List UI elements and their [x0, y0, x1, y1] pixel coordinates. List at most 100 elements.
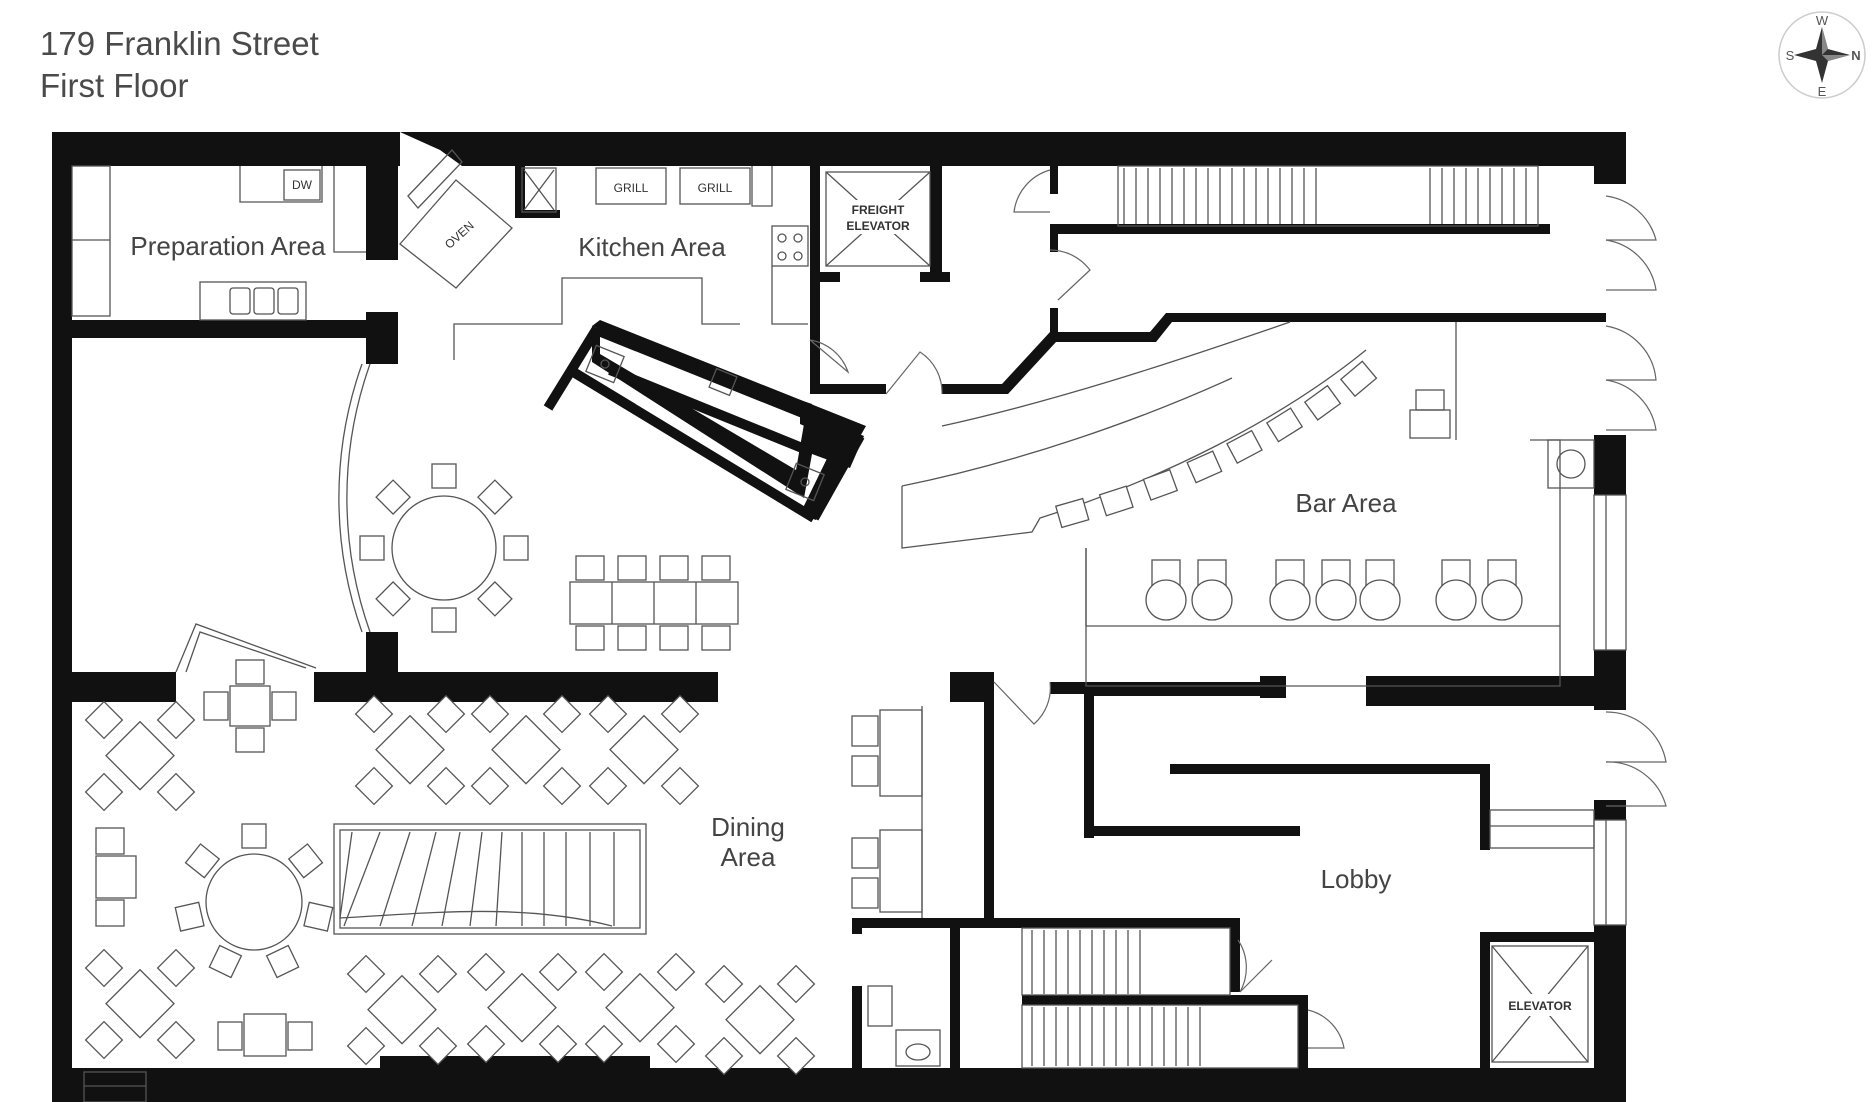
bar-stool — [1186, 450, 1223, 484]
kitchen-fixtures: GRILL GRILL — [453, 166, 866, 523]
stair-tread — [495, 831, 503, 927]
chair — [656, 952, 696, 992]
chair — [418, 954, 458, 994]
chair — [287, 843, 324, 879]
rectangular-table-upper — [569, 555, 739, 651]
round-stool — [1145, 579, 1187, 621]
chair — [588, 694, 628, 734]
round-stool — [1435, 579, 1477, 621]
chair — [431, 607, 457, 633]
restroom-fixtures — [867, 985, 941, 1067]
chair — [235, 659, 265, 685]
chair — [95, 827, 125, 855]
round-stool — [1315, 579, 1357, 621]
room-label-dining-2: Area — [721, 842, 776, 872]
room-label-preparation: Preparation Area — [130, 231, 326, 261]
chair — [241, 823, 267, 849]
compass-east: E — [1818, 84, 1827, 99]
preparation-fixtures: DW — [71, 165, 366, 321]
booth-seating — [851, 706, 923, 918]
chair — [235, 727, 265, 753]
chair — [426, 766, 466, 806]
compass-north: N — [1851, 48, 1860, 63]
bar-counter — [901, 321, 1627, 687]
dining-table-square — [491, 714, 561, 785]
dining-staircase — [333, 823, 647, 935]
compass-west: W — [1816, 13, 1829, 28]
chair — [701, 625, 731, 651]
chair — [354, 694, 394, 734]
chair — [470, 694, 510, 734]
chair — [584, 952, 624, 992]
dining-table-square — [487, 972, 557, 1043]
round-table — [205, 853, 303, 951]
bar-stool — [1303, 384, 1342, 421]
chair — [265, 944, 300, 979]
chair — [477, 581, 513, 617]
dining-table-square — [95, 855, 137, 899]
chair — [704, 1036, 744, 1076]
chair — [346, 1026, 386, 1066]
chair — [660, 694, 700, 734]
chair — [426, 694, 466, 734]
dining-table-square — [229, 685, 271, 727]
chair — [575, 625, 605, 651]
chair — [542, 766, 582, 806]
chair — [303, 901, 334, 932]
bottom-left-entry — [83, 1071, 147, 1102]
chair — [156, 772, 196, 812]
chair — [84, 1020, 124, 1060]
chair — [359, 535, 385, 561]
chair — [588, 766, 628, 806]
chair — [656, 1024, 696, 1064]
stair-tread — [379, 831, 411, 927]
dining-table-square — [105, 720, 175, 791]
freight-elevator: FREIGHT ELEVATOR — [825, 171, 931, 267]
chair — [617, 555, 647, 581]
chair — [184, 843, 221, 879]
chair — [466, 1024, 506, 1064]
chair — [174, 901, 205, 932]
chair — [477, 479, 513, 515]
chair — [84, 948, 124, 988]
round-table — [391, 495, 497, 601]
chair — [346, 954, 386, 994]
chair — [217, 1021, 243, 1051]
chair — [701, 555, 731, 581]
doors-upper — [809, 169, 1667, 807]
chair — [538, 952, 578, 992]
stair-tread — [441, 831, 461, 927]
round-table-upper — [359, 463, 529, 633]
chair — [156, 948, 196, 988]
stair-tread — [469, 831, 483, 927]
chair — [704, 964, 744, 1004]
chair — [503, 535, 529, 561]
grill-2-label: GRILL — [698, 181, 733, 195]
chair — [776, 964, 816, 1004]
chair — [156, 700, 196, 740]
chair — [271, 691, 297, 721]
lobby-staircase — [1021, 927, 1345, 1069]
dining-tables — [84, 659, 816, 1076]
chair — [542, 694, 582, 734]
chair — [575, 555, 605, 581]
chair — [617, 625, 647, 651]
stair-curve — [339, 831, 613, 927]
oven: OVEN — [399, 149, 513, 289]
bar-stool — [1054, 497, 1090, 529]
bar-stool — [1142, 468, 1179, 501]
chair — [659, 555, 689, 581]
chair — [375, 581, 411, 617]
chair — [776, 1036, 816, 1076]
chair — [538, 1024, 578, 1064]
stair-tread — [343, 831, 381, 927]
round-stool — [1359, 579, 1401, 621]
dining-table-square — [243, 1013, 287, 1057]
lobby-window — [1489, 809, 1627, 926]
exterior-walls — [52, 132, 1626, 1102]
chair — [660, 766, 700, 806]
chair — [95, 899, 125, 927]
round-stool — [1191, 579, 1233, 621]
bar-stool — [1098, 485, 1134, 517]
